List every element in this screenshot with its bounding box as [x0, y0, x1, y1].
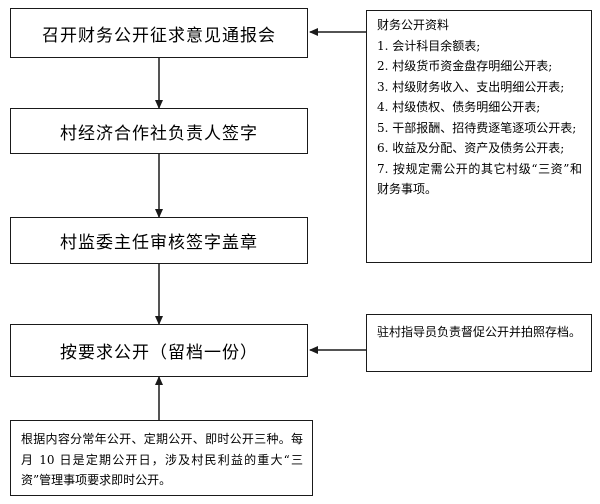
materials-title: 财务公开资料: [377, 18, 450, 32]
step-publish-label: 按要求公开（留档一份）: [60, 343, 258, 363]
publication-types-note: 根据内容分常年公开、定期公开、即时公开三种。每月 10 日是定期公开日，涉及村民…: [10, 420, 313, 496]
materials-item: 7. 按规定需公开的其它村级“三资”和财务事项。: [377, 161, 582, 197]
materials-box: 财务公开资料 1. 会计科目余额表; 2. 村级货币资金盘存明细公开表; 3. …: [366, 10, 592, 263]
materials-item: 4. 村级债权、债务明细公开表;: [377, 100, 541, 114]
step-publish: 按要求公开（留档一份）: [10, 324, 308, 377]
materials-item: 1. 会计科目余额表;: [377, 38, 481, 53]
materials-item: 5. 干部报酬、招待费逐笔逐项公开表;: [377, 120, 577, 135]
materials-item: 3. 村级财务收入、支出明细公开表;: [377, 79, 565, 94]
materials-item: 2. 村级货币资金盘存明细公开表;: [377, 59, 553, 73]
step-supervisor-review-label: 村监委主任审核签字盖章: [60, 233, 258, 253]
step-supervisor-review: 村监委主任审核签字盖章: [10, 217, 308, 264]
step-notice-meeting-label: 召开财务公开征求意见通报会: [42, 25, 276, 46]
materials-item: 6. 收益及分配、资产及债务公开表;: [377, 141, 565, 155]
supervision-note-text: 驻村指导员负责督促公开并拍照存档。: [377, 325, 582, 339]
step-notice-meeting: 召开财务公开征求意见通报会: [10, 8, 308, 58]
supervision-note: 驻村指导员负责督促公开并拍照存档。: [366, 314, 592, 372]
step-cooperative-signature: 村经济合作社负责人签字: [10, 108, 308, 154]
step-cooperative-signature-label: 村经济合作社负责人签字: [60, 123, 258, 144]
publication-types-note-text: 根据内容分常年公开、定期公开、即时公开三种。每月 10 日是定期公开日，涉及村民…: [21, 432, 303, 487]
